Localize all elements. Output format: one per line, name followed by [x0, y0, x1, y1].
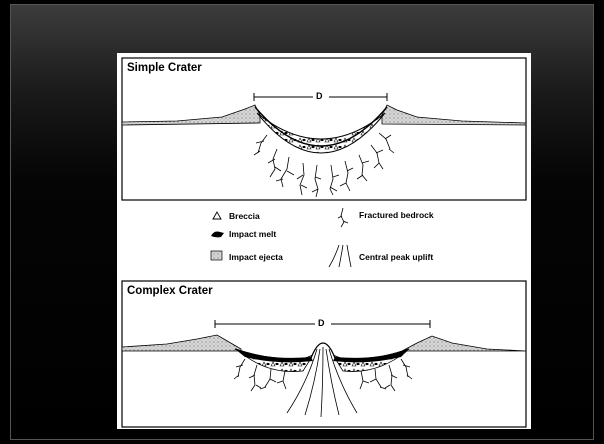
- legend-breccia-label: Breccia: [229, 211, 260, 221]
- simple-crater-frame: [122, 58, 526, 200]
- breccia-icon: [213, 212, 221, 219]
- simple-breccia-lens: [257, 113, 385, 153]
- simple-ejecta-left: [122, 105, 260, 125]
- complex-crater-title: Complex Crater: [127, 285, 213, 297]
- complex-melt-right: [333, 349, 409, 362]
- slide-background: Simple Crater D Breccia Impact melt Impa…: [10, 4, 594, 440]
- legend-impact-ejecta-label: Impact ejecta: [229, 252, 283, 262]
- central-peak-uplift-icon: [329, 245, 351, 267]
- fractured-bedrock-icon: [338, 208, 348, 227]
- impact-ejecta-icon: [211, 251, 222, 260]
- simple-crater-title: Simple Crater: [127, 62, 202, 74]
- complex-melt-left: [235, 349, 313, 362]
- legend-fractured-bedrock-label: Fractured bedrock: [359, 210, 434, 220]
- complex-ejecta-left: [122, 335, 241, 351]
- legend-impact-melt-label: Impact melt: [229, 229, 276, 239]
- impact-melt-icon: [211, 232, 224, 238]
- simple-ejecta-right: [382, 105, 526, 125]
- crater-diagram-figure: Simple Crater D Breccia Impact melt Impa…: [117, 53, 531, 429]
- legend-central-peak-uplift-label: Central peak uplift: [359, 252, 433, 262]
- complex-ejecta-right: [402, 336, 526, 351]
- complex-crater-diameter-label: D: [317, 318, 326, 328]
- simple-crater-diameter-label: D: [315, 91, 324, 101]
- crater-diagram-svg: [117, 53, 531, 429]
